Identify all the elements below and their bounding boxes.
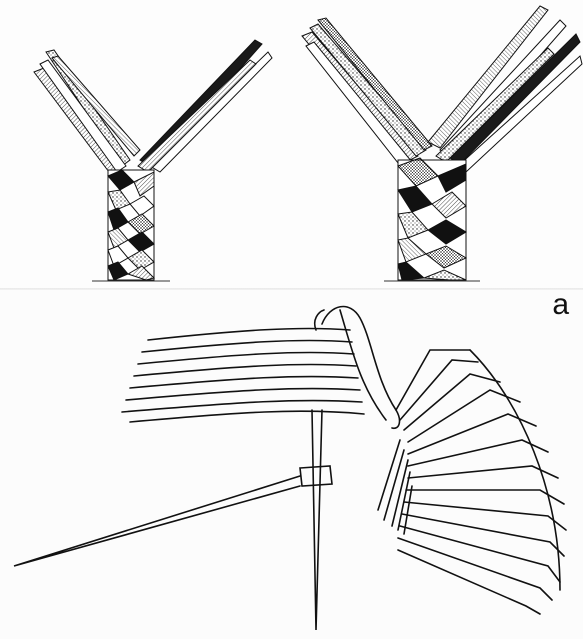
fan-of-strips [122,307,566,614]
bottom-panel: a [0,290,583,639]
braid-diagrams [0,0,583,290]
pin-tool [14,410,332,630]
panel-label: a [552,290,569,320]
braid-diagram-complex [302,6,582,280]
braid-diagram-simple [34,40,272,280]
weaving-illustration [0,290,583,639]
top-panel [0,0,583,290]
